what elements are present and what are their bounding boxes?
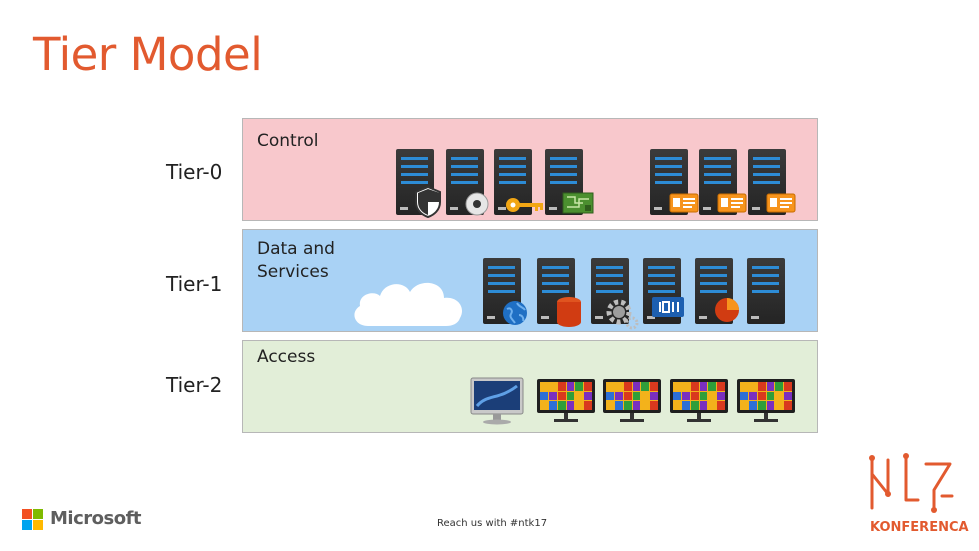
monitor-icon [603,379,661,423]
binary-code-icon [652,297,684,317]
server-icon [396,149,434,215]
circuit-board-icon [562,192,594,214]
pie-chart-icon [715,298,739,322]
disc-icon [465,192,489,216]
desktop-computer-icon [470,377,524,425]
server-icon [446,149,484,215]
security-shield-icon [415,185,441,219]
server-icon [537,258,575,324]
id-card-icon [766,193,796,213]
cloud-icon [354,282,463,326]
monitor-icon [670,379,728,423]
tier-2-label: Tier-2 [166,373,223,397]
control-band: Control [242,118,818,221]
gear-icon [606,299,639,330]
data-services-band: Data and Services [242,229,818,332]
konferenca-text: KONFERENCA [870,520,969,535]
id-card-icon [717,193,747,213]
ntk-logo-icon [869,453,954,513]
slide-title: Tier Model [33,28,263,81]
access-band: Access [242,340,818,433]
globe-icon [503,301,527,325]
monitor-icon [737,379,795,423]
id-card-icon [669,193,699,213]
microsoft-logo-icon [22,509,43,530]
server-icon [494,149,532,215]
access-band-title: Access [257,347,316,367]
tier-1-label: Tier-1 [166,272,223,296]
data-services-band-title: Data and Services [257,239,335,282]
server-icon [650,149,688,215]
microsoft-brand-text: Microsoft [50,508,142,529]
database-icon [557,297,581,327]
monitor-icon [537,379,595,423]
key-icon [506,198,543,212]
server-icon [747,258,785,324]
tier-0-label: Tier-0 [166,160,223,184]
contact-hashtag: Reach us with #ntk17 [437,518,548,529]
control-band-title: Control [257,131,319,151]
